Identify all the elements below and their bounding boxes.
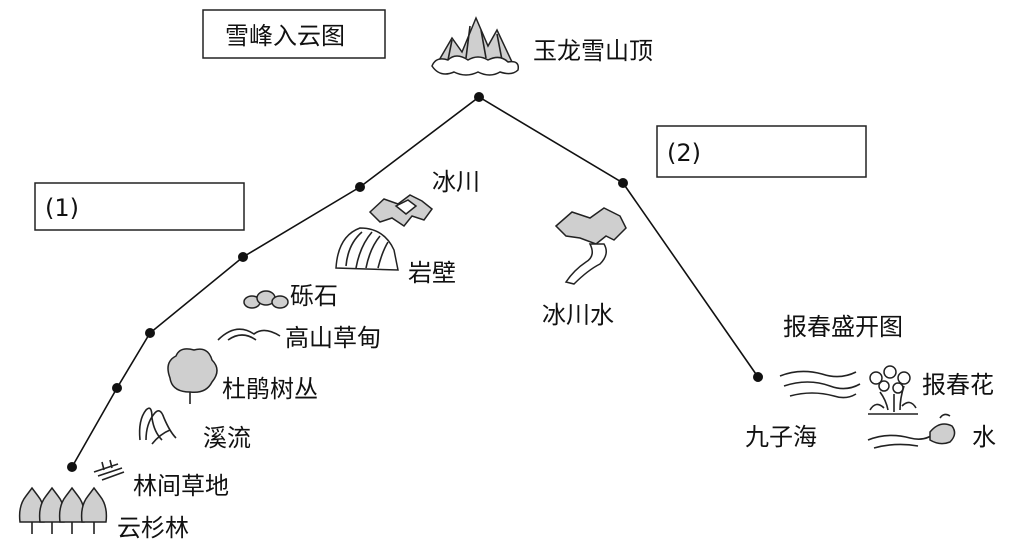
stream-icon — [138, 407, 177, 445]
lake-label: 九子海 — [745, 423, 817, 451]
meltwater-label: 冰川水 — [542, 301, 614, 329]
spruce-trees-icon — [18, 486, 108, 534]
rock-wall-icon — [335, 227, 399, 271]
meltwater-icon — [554, 207, 627, 285]
blank-box-2-label: (2) — [667, 139, 701, 167]
rock-wall-label: 岩壁 — [408, 259, 456, 287]
route-points — [67, 92, 763, 472]
gravel-icon — [243, 290, 289, 309]
spring-title-label: 报春盛开图 — [783, 313, 903, 341]
route-dot — [67, 462, 77, 472]
route-dot — [145, 328, 155, 338]
spruce-forest-label: 云杉林 — [117, 514, 189, 542]
mountain-profile-line — [71, 96, 759, 468]
blank-box-2 — [656, 125, 867, 178]
water-label: 水 — [972, 423, 996, 451]
azalea-bush-icon — [167, 348, 218, 404]
water-wave-icon — [867, 413, 956, 449]
primrose-icon — [868, 365, 918, 415]
forest-meadow-icon — [93, 459, 125, 481]
route-dot — [238, 252, 248, 262]
route-dot — [355, 182, 365, 192]
snow-peak-icon — [431, 16, 520, 76]
route-dot — [474, 92, 484, 102]
glacier-icon — [368, 194, 434, 228]
title-text: 雪峰入云图 — [225, 22, 345, 50]
route-dot — [112, 383, 122, 393]
gravel-label: 砾石 — [290, 282, 338, 310]
route-dot — [753, 372, 763, 382]
blank-box-1 — [34, 182, 245, 231]
title-box — [202, 9, 386, 59]
forest-meadow-label: 林间草地 — [133, 472, 229, 500]
alpine-meadow-label: 高山草甸 — [285, 324, 381, 352]
azalea-label: 杜鹃树丛 — [222, 375, 318, 403]
stream-label: 溪流 — [203, 424, 251, 452]
glacier-label: 冰川 — [432, 168, 480, 196]
summit-label: 玉龙雪山顶 — [533, 37, 653, 65]
blank-box-1-label: (1) — [45, 194, 79, 222]
route-dot — [618, 178, 628, 188]
lake-icon — [779, 370, 861, 399]
meadow-icon — [217, 328, 281, 341]
primrose-label: 报春花 — [922, 371, 994, 399]
